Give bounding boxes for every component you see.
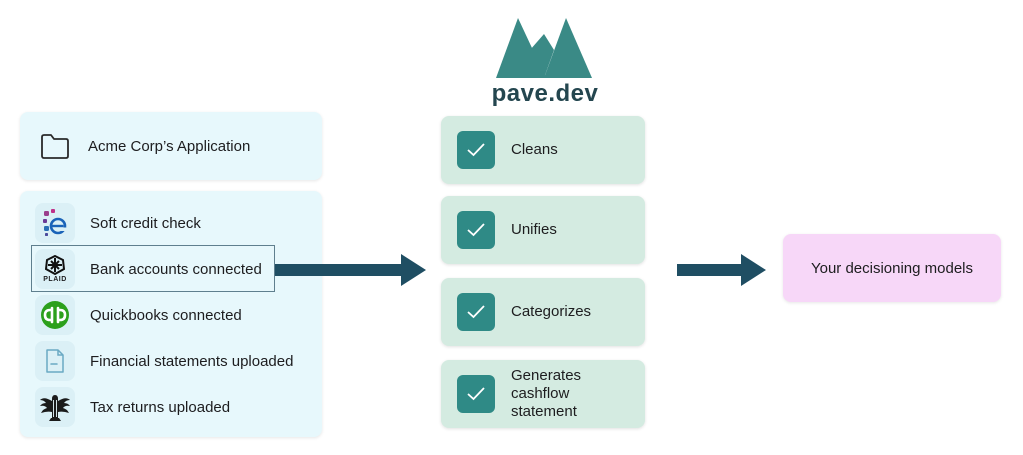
application-title: Acme Corp’s Application [88,137,251,155]
checkmark-icon [457,375,495,413]
step-cleans: Cleans [441,116,645,184]
source-item-tax-returns: Tax returns uploaded [20,385,322,429]
pave-logo-icon [496,18,592,78]
output-label: Your decisioning models [810,259,974,277]
decisioning-models-box: Your decisioning models [783,234,1001,302]
irs-eagle-icon [35,387,75,427]
step-generates-cashflow: Generates cashflow statement [441,360,645,428]
plaid-logo-text: PLAID [43,276,67,283]
source-item-credit-check: Soft credit check [20,201,322,245]
folder-icon [41,134,69,159]
arrow-to-processing [275,254,426,286]
source-item-bank-accounts: PLAID Bank accounts connected [20,247,322,291]
checkmark-icon [457,211,495,249]
pave-logo-text: pave.dev [491,80,599,107]
checkmark-icon [457,293,495,331]
step-categorizes: Categorizes [441,278,645,346]
selected-source-highlight [31,245,275,292]
source-item-quickbooks: Quickbooks connected [20,293,322,337]
data-sources-card: Soft credit check PLAID Bank accounts co… [20,191,322,437]
checkmark-icon [457,131,495,169]
document-icon [35,341,75,381]
arrow-to-output [677,254,766,286]
quickbooks-logo-icon [35,295,75,335]
experian-logo-icon [35,203,75,243]
plaid-logo-icon: PLAID [35,249,75,289]
step-unifies: Unifies [441,196,645,264]
source-item-financial-statements: Financial statements uploaded [20,339,322,383]
application-card: Acme Corp’s Application [20,112,322,180]
